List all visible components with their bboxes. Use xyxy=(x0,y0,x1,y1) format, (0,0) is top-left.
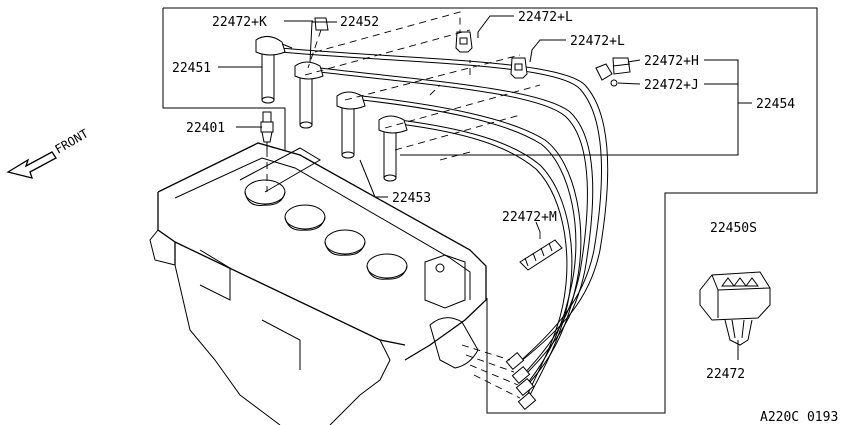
front-label: FRONT xyxy=(53,126,91,156)
label-22472-l-lower: 22472+L xyxy=(570,34,625,49)
clip-22472-l-upper xyxy=(455,31,473,53)
engine-cylinder-head xyxy=(149,142,487,425)
plug-boot-22452 xyxy=(294,61,324,129)
clip-22472-l-lower xyxy=(510,57,528,79)
clamp-22472 xyxy=(699,271,771,346)
alignment-dash-lines xyxy=(304,11,541,161)
label-22472-k: 22472+K xyxy=(212,15,267,30)
clip-22472-j xyxy=(595,63,618,87)
diagram-reference-code: A220C 0193 xyxy=(760,410,838,425)
front-arrow: FRONT xyxy=(6,126,91,179)
label-22472-l-upper: 22472+L xyxy=(518,10,573,25)
label-22401: 22401 xyxy=(186,121,225,136)
label-22454: 22454 xyxy=(756,97,795,112)
plug-boot-22451 xyxy=(255,36,293,104)
loom-22472-m xyxy=(519,232,563,271)
label-22450s: 22450S xyxy=(710,221,757,236)
clip-22472-h xyxy=(612,57,631,75)
label-22472-m: 22472+M xyxy=(502,210,557,225)
callout-leaders xyxy=(218,15,752,360)
assembly-frame xyxy=(162,7,818,414)
label-22472-j: 22472+J xyxy=(644,78,699,93)
label-22453: 22453 xyxy=(392,191,431,206)
clip-22472-k xyxy=(307,17,329,69)
plug-boot-22453-b xyxy=(378,115,408,182)
ignition-cables xyxy=(279,47,609,411)
part-labels: 22472+K 22452 22472+L 22472+L 22472+H 22… xyxy=(172,10,838,425)
spark-plug-22401 xyxy=(260,111,274,192)
label-22452: 22452 xyxy=(340,15,379,30)
label-22451: 22451 xyxy=(172,61,211,76)
label-22472: 22472 xyxy=(706,367,745,382)
plug-boot-22453-a xyxy=(336,91,366,159)
label-22472-h: 22472+H xyxy=(644,54,699,69)
